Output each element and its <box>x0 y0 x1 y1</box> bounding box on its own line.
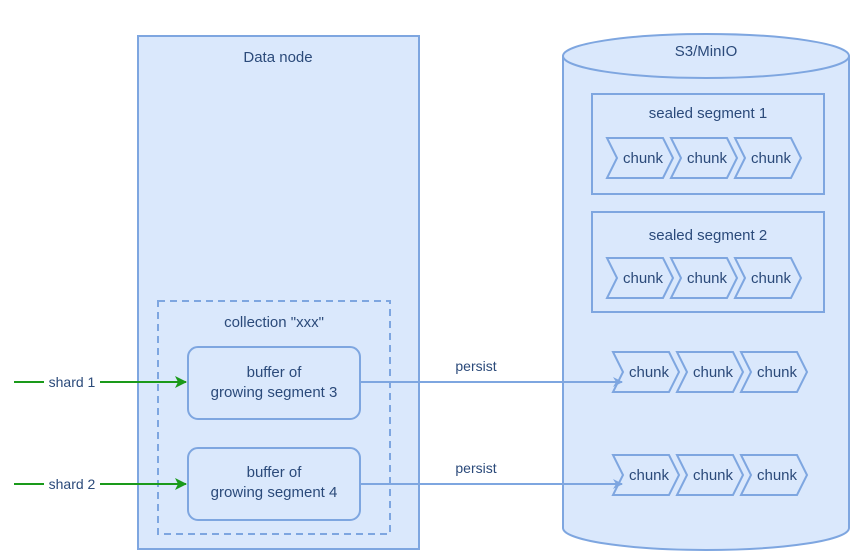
chunk[interactable]: chunk <box>611 351 681 393</box>
chunk-label: chunk <box>687 150 728 167</box>
sealed-segment-2[interactable]: sealed segment 2 chunk chunk chunk <box>591 211 825 313</box>
chunk-label: chunk <box>629 467 670 484</box>
collection-title: collection "xxx" <box>224 314 324 331</box>
chunk-label: chunk <box>623 270 664 287</box>
chunk-label: chunk <box>693 467 734 484</box>
buffer-label-line1: buffer of <box>247 364 303 381</box>
chunk[interactable]: chunk <box>675 454 745 496</box>
chunk[interactable]: chunk <box>605 257 675 299</box>
buffer-growing-segment-4[interactable]: buffer of growing segment 4 <box>187 447 361 521</box>
chunk[interactable]: chunk <box>733 257 803 299</box>
chunk[interactable]: chunk <box>733 137 803 179</box>
data-node-title: Data node <box>243 49 312 66</box>
shard-1-edge: shard 1 <box>14 373 187 391</box>
sealed-segment-title: sealed segment 2 <box>649 227 767 244</box>
chunk[interactable]: chunk <box>605 137 675 179</box>
chunk-label: chunk <box>629 364 670 381</box>
persist-edge-1: persist <box>361 358 623 387</box>
persist-label: persist <box>455 358 496 374</box>
storage-title: S3/MinIO <box>675 43 738 60</box>
chunk-label: chunk <box>623 150 664 167</box>
chunk[interactable]: chunk <box>611 454 681 496</box>
sealed-segment-title: sealed segment 1 <box>649 105 767 122</box>
chunk[interactable]: chunk <box>669 257 739 299</box>
chunk-label: chunk <box>757 467 798 484</box>
chunk-label: chunk <box>751 270 792 287</box>
persisted-chunks-row-2: chunk chunk chunk <box>611 454 809 496</box>
chunk-label: chunk <box>687 270 728 287</box>
buffer-label-line2: growing segment 3 <box>211 384 338 401</box>
chunk-label: chunk <box>751 150 792 167</box>
buffer-growing-segment-3[interactable]: buffer of growing segment 3 <box>187 346 361 420</box>
chunk-label: chunk <box>757 364 798 381</box>
persist-edge-2: persist <box>361 460 623 489</box>
buffer-label-line2: growing segment 4 <box>211 484 338 501</box>
buffer-label-line1: buffer of <box>247 464 303 481</box>
shard-2-edge: shard 2 <box>14 475 187 493</box>
collection-box: collection "xxx" <box>157 300 391 535</box>
chunk[interactable]: chunk <box>739 351 809 393</box>
sealed-segment-1[interactable]: sealed segment 1 chunk chunk chunk <box>591 93 825 195</box>
persisted-chunks-row-1: chunk chunk chunk <box>611 351 809 393</box>
chunk[interactable]: chunk <box>739 454 809 496</box>
chunk[interactable]: chunk <box>669 137 739 179</box>
shard-1-label: shard 1 <box>49 374 96 390</box>
chunk-label: chunk <box>693 364 734 381</box>
persist-label: persist <box>455 460 496 476</box>
shard-2-label: shard 2 <box>49 476 96 492</box>
chunk[interactable]: chunk <box>675 351 745 393</box>
